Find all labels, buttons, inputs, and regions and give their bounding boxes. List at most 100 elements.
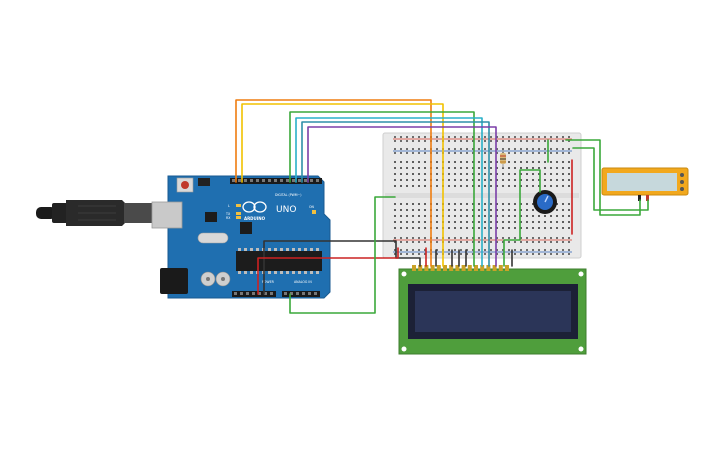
terminal-hole [484, 173, 486, 175]
rail-hole [454, 253, 456, 255]
chip-pin [250, 248, 253, 251]
rail-hole [568, 140, 570, 142]
rail-hole [460, 241, 462, 243]
terminal-hole [490, 173, 492, 175]
lcd-16x2[interactable] [398, 265, 587, 355]
terminal-hole [514, 215, 516, 217]
rail-hole [418, 249, 420, 251]
rail-hole [418, 241, 420, 243]
rail-hole [508, 237, 510, 239]
terminal-hole [412, 161, 414, 163]
rail-hole [478, 152, 480, 154]
header-pin [298, 179, 301, 182]
terminal-hole [484, 161, 486, 163]
terminal-hole [418, 179, 420, 181]
terminal-hole [532, 227, 534, 229]
wire-green-pot[interactable] [503, 169, 541, 267]
terminal-hole [526, 221, 528, 223]
terminal-hole [568, 221, 570, 223]
terminal-hole [496, 227, 498, 229]
wire-yellow[interactable] [241, 103, 444, 267]
rail-hole [460, 148, 462, 150]
rail-hole [424, 152, 426, 154]
terminal-hole [562, 161, 564, 163]
rail-hole [412, 241, 414, 243]
terminal-hole [472, 185, 474, 187]
terminal-hole [472, 227, 474, 229]
terminal-hole [400, 209, 402, 211]
wire-purple[interactable] [307, 126, 497, 267]
rail-hole [436, 253, 438, 255]
multimeter-terminal-2[interactable] [680, 180, 684, 184]
rail-hole [496, 152, 498, 154]
rail-hole [478, 249, 480, 251]
rail-hole [448, 253, 450, 255]
rail-hole [478, 148, 480, 150]
rail-hole [412, 249, 414, 251]
terminal-hole [472, 203, 474, 205]
rail-hole [538, 249, 540, 251]
knob-icon[interactable] [533, 190, 557, 214]
terminal-hole [562, 173, 564, 175]
led-tx-label: TX [225, 212, 231, 216]
rail-hole [454, 249, 456, 251]
terminal-hole [568, 161, 570, 163]
rail-hole [562, 140, 564, 142]
rail-hole [478, 237, 480, 239]
lcd-pin [430, 265, 435, 271]
terminal-hole [538, 167, 540, 169]
terminal-hole [424, 209, 426, 211]
rail-hole [556, 148, 558, 150]
terminal-hole [394, 167, 396, 169]
terminal-hole [406, 185, 408, 187]
multimeter-terminal-1[interactable] [680, 173, 684, 177]
rail-hole [436, 249, 438, 251]
terminal-hole [514, 167, 516, 169]
header-pin [308, 292, 311, 295]
rail-hole [562, 148, 564, 150]
wire-cyan[interactable] [295, 117, 483, 267]
multimeter-terminal-3[interactable] [680, 187, 684, 191]
terminal-hole [526, 209, 528, 211]
terminal-hole [550, 179, 552, 181]
terminal-hole [538, 215, 540, 217]
terminal-hole [556, 167, 558, 169]
atmega-chip [236, 251, 322, 271]
rail-hole [484, 136, 486, 138]
lcd-pin [461, 265, 466, 271]
terminal-hole [418, 185, 420, 187]
rail-hole [502, 237, 504, 239]
terminal-hole [508, 179, 510, 181]
arduino-uno[interactable]: DIGITAL (PWM~) POWER ANALOG IN ARDUINO U… [36, 175, 331, 299]
multimeter-display[interactable] [601, 167, 689, 201]
wire-orange[interactable] [235, 99, 432, 267]
terminal-hole [424, 215, 426, 217]
rail-hole [424, 140, 426, 142]
terminal-hole [394, 227, 396, 229]
usb-plug-icon[interactable] [36, 200, 154, 226]
terminal-hole [400, 215, 402, 217]
wire-red-5v[interactable] [257, 247, 399, 295]
chip-pin [310, 271, 313, 274]
terminal-hole [424, 161, 426, 163]
terminal-hole [466, 221, 468, 223]
rail-hole [484, 249, 486, 251]
terminal-hole [412, 203, 414, 205]
wire-green-mm2[interactable] [572, 147, 649, 211]
terminal-hole [502, 215, 504, 217]
usb-chip [240, 222, 252, 234]
terminal-hole [568, 179, 570, 181]
wire-green-a[interactable] [289, 196, 396, 314]
wire-green-d5[interactable] [289, 111, 475, 267]
terminal-hole [562, 221, 564, 223]
rail-hole [490, 237, 492, 239]
wire-teal[interactable] [301, 121, 490, 267]
terminal-hole [550, 167, 552, 169]
terminal-hole [484, 215, 486, 217]
rail-hole [400, 241, 402, 243]
wire-black-gnd[interactable] [263, 240, 421, 295]
terminal-hole [490, 215, 492, 217]
rail-hole [436, 237, 438, 239]
terminal-hole [466, 185, 468, 187]
terminal-hole [406, 227, 408, 229]
